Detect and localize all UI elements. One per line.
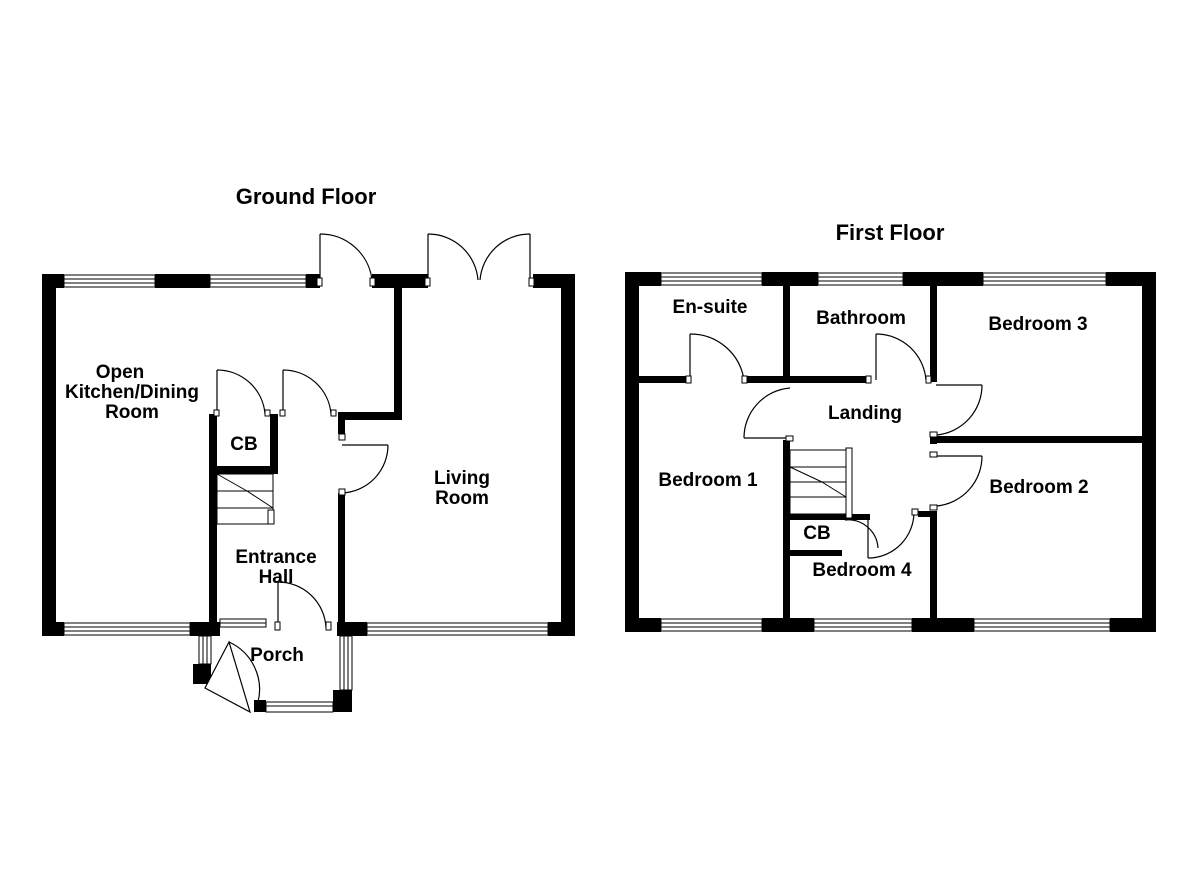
ground-floor-title: Ground Floor	[236, 184, 377, 209]
window	[63, 622, 191, 636]
wall	[394, 286, 402, 419]
window	[660, 618, 763, 632]
window	[813, 618, 913, 632]
door	[279, 369, 337, 417]
wall	[338, 493, 345, 628]
wall	[746, 376, 868, 383]
wall	[155, 274, 210, 288]
wall	[561, 274, 575, 635]
window	[198, 635, 212, 665]
door	[685, 333, 748, 384]
wall	[903, 272, 983, 286]
ground-floor-plan: Ground Floor	[42, 184, 575, 714]
wall	[790, 514, 870, 520]
wall	[625, 272, 661, 286]
staircase	[789, 447, 853, 519]
room-label-bathroom: Bathroom	[816, 308, 906, 329]
first-floor-title: First Floor	[836, 220, 945, 245]
wall	[372, 274, 428, 288]
room-label-bedroom-3: Bedroom 3	[988, 314, 1087, 335]
door	[274, 581, 332, 631]
door	[929, 384, 983, 438]
wall	[338, 412, 402, 420]
room-label-bedroom-2: Bedroom 2	[989, 477, 1088, 498]
wall	[930, 436, 937, 444]
wall	[209, 414, 217, 623]
door	[338, 433, 389, 496]
wall	[42, 622, 64, 636]
door	[743, 387, 794, 442]
window	[339, 635, 353, 691]
room-label-bedroom-1: Bedroom 1	[658, 470, 758, 491]
wall	[762, 272, 818, 286]
room-label-bedroom-4: Bedroom 4	[812, 560, 912, 581]
window	[219, 618, 267, 628]
wall	[338, 412, 345, 434]
window	[973, 618, 1111, 632]
wall	[1142, 272, 1156, 632]
wall	[762, 618, 814, 632]
wall	[333, 690, 352, 712]
door	[424, 233, 535, 287]
wall	[209, 466, 278, 474]
door	[865, 333, 932, 384]
window	[63, 274, 156, 288]
wall	[930, 511, 937, 621]
wall	[270, 414, 278, 474]
door	[316, 233, 376, 287]
room-label-cupboard: CB	[230, 434, 257, 455]
wall	[783, 440, 790, 620]
wall	[193, 622, 215, 636]
wall	[638, 376, 688, 383]
door	[844, 519, 879, 549]
room-label-landing: Landing	[828, 403, 902, 424]
window	[209, 274, 307, 288]
window	[982, 272, 1107, 286]
door	[204, 640, 261, 714]
wall	[918, 511, 932, 517]
wall	[625, 272, 639, 632]
wall	[193, 664, 211, 684]
wall	[783, 284, 790, 382]
door	[929, 451, 983, 511]
first-floor-plan: First Floor	[625, 220, 1156, 632]
window	[660, 272, 763, 286]
staircase	[216, 473, 275, 525]
wall	[1110, 618, 1156, 632]
window	[817, 272, 904, 286]
wall	[930, 284, 937, 382]
wall	[254, 700, 266, 712]
window	[265, 701, 334, 713]
wall	[912, 618, 974, 632]
room-label-cupboard: CB	[803, 523, 830, 544]
room-label-porch: Porch	[250, 645, 304, 666]
wall	[790, 550, 842, 556]
wall	[930, 436, 1144, 443]
wall	[42, 274, 56, 635]
wall	[42, 274, 64, 288]
window	[366, 622, 549, 636]
wall	[548, 622, 575, 636]
room-label-en-suite: En-suite	[673, 297, 748, 318]
wall	[625, 618, 661, 632]
door	[213, 369, 271, 417]
door	[867, 508, 919, 559]
